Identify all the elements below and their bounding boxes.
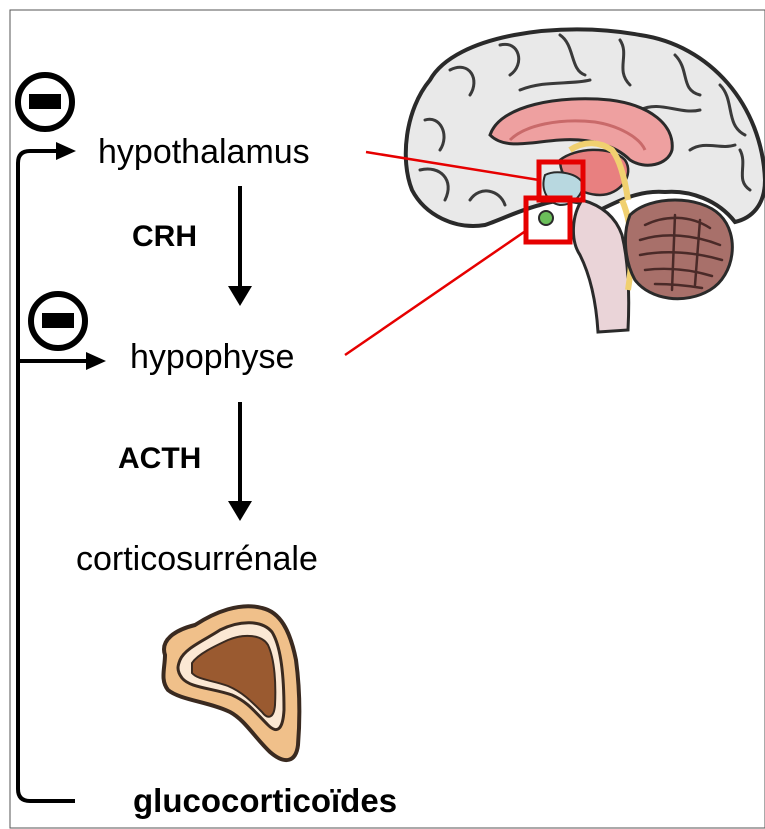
crh-label: CRH <box>132 220 197 254</box>
acth-label: ACTH <box>118 442 201 476</box>
corticosurrenale-label: corticosurrénale <box>76 540 318 579</box>
glucocorticoides-label: glucocorticoïdes <box>133 782 397 820</box>
hypothalamus-label: hypothalamus <box>98 133 310 172</box>
hypophyse-label: hypophyse <box>130 338 294 377</box>
